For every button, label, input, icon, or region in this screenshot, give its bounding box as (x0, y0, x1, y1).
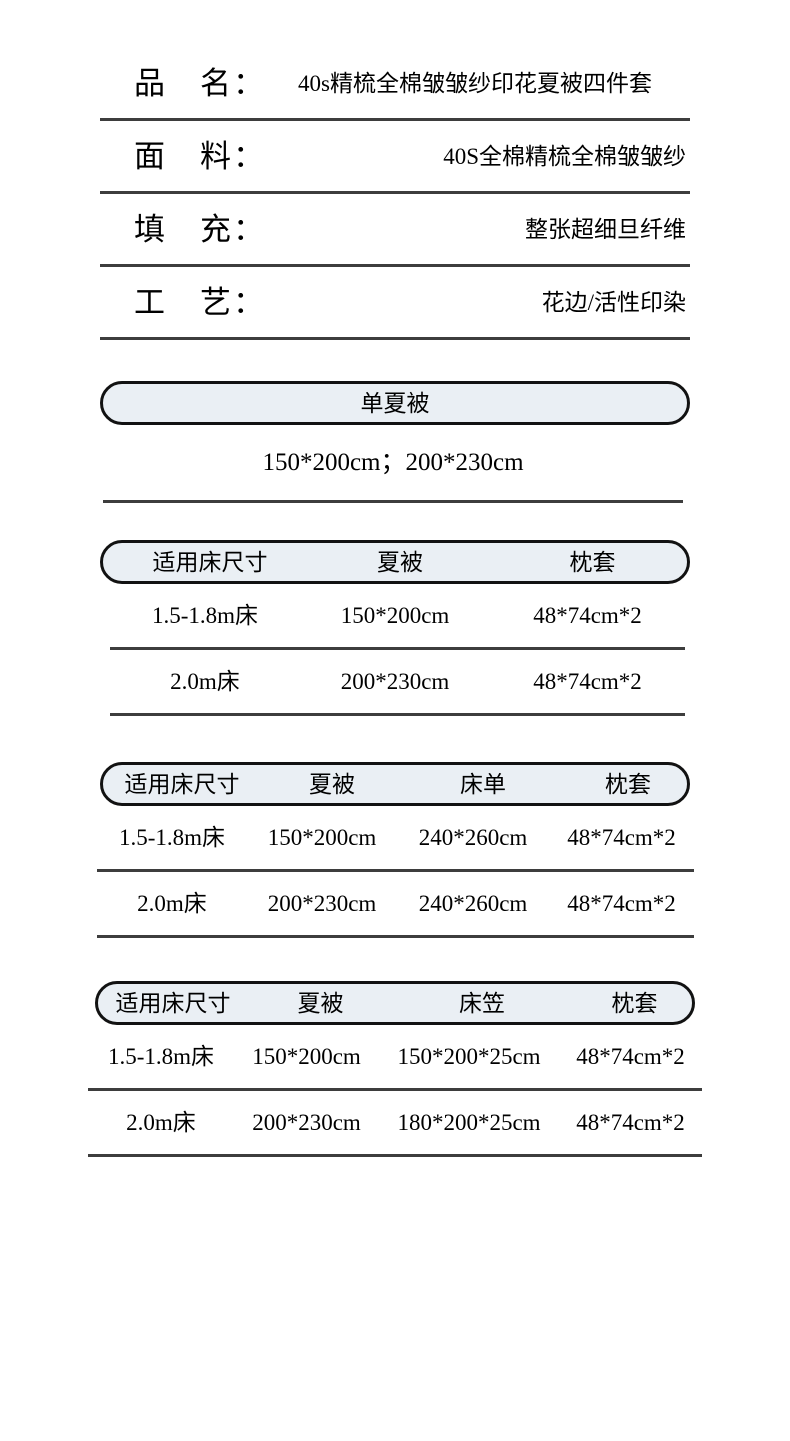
single-quilt-section: 单夏被 150*200cm；200*230cm (0, 381, 790, 503)
column-header-quilt: 夏被 (309, 771, 355, 797)
column-header-quilt: 夏被 (377, 549, 423, 575)
spec-row-product-name: 品 名： 40s精梳全棉皱皱纱印花夏被四件套 (100, 48, 690, 121)
cell-pillowcase: 48*74cm*2 (567, 891, 676, 916)
spec-row-fabric: 面 料： 40S全棉精梳全棉皱皱纱 (100, 121, 690, 194)
cell-pillowcase: 48*74cm*2 (576, 1044, 685, 1069)
cell-pillowcase: 48*74cm*2 (567, 825, 676, 850)
column-header-bed-size: 适用床尺寸 (152, 549, 268, 575)
cell-pillowcase: 48*74cm*2 (576, 1110, 685, 1135)
cell-bed-size: 2.0m床 (137, 891, 207, 916)
single-quilt-size-row: 150*200cm；200*230cm (103, 425, 683, 503)
column-header-pillowcase: 枕套 (569, 549, 616, 575)
table-header-pill: 适用床尺寸 夏被 床单 枕套 (100, 762, 690, 806)
table-row: 2.0m床 200*230cm 180*200*25cm 48*74cm*2 (88, 1091, 702, 1157)
table-header-pill: 适用床尺寸 夏被 枕套 (100, 540, 690, 584)
spec-label: 填 充： (134, 211, 266, 247)
table-row: 1.5-1.8m床 150*200cm 150*200*25cm 48*74cm… (88, 1025, 702, 1091)
spec-value: 40s精梳全棉皱皱纱印花夏被四件套 (298, 70, 652, 96)
cell-flat-sheet: 240*260cm (418, 891, 528, 916)
spec-row-filling: 填 充： 整张超细旦纤维 (100, 194, 690, 267)
column-header-flat-sheet: 床单 (460, 771, 506, 797)
table-row: 1.5-1.8m床 150*200cm 240*260cm 48*74cm*2 (97, 806, 694, 872)
spec-value: 整张超细旦纤维 (525, 216, 686, 242)
size-table-quilt-pillowcase: 适用床尺寸 夏被 枕套 1.5-1.8m床 150*200cm 48*74cm*… (0, 540, 790, 716)
cell-bed-size: 2.0m床 (170, 669, 240, 694)
cell-bed-size: 1.5-1.8m床 (151, 603, 259, 628)
cell-pillowcase: 48*74cm*2 (533, 603, 642, 628)
cell-bed-size: 1.5-1.8m床 (118, 825, 226, 850)
table-row: 2.0m床 200*230cm 48*74cm*2 (110, 650, 685, 716)
spec-label: 面 料： (134, 138, 266, 174)
table-row: 1.5-1.8m床 150*200cm 48*74cm*2 (110, 584, 685, 650)
cell-pillowcase: 48*74cm*2 (533, 669, 642, 694)
spec-row-craft: 工 艺： 花边/活性印染 (100, 267, 690, 340)
column-header-pillowcase: 枕套 (605, 771, 651, 797)
cell-quilt: 150*200cm (340, 603, 450, 628)
spec-label: 品 名： (134, 65, 266, 101)
spec-list: 品 名： 40s精梳全棉皱皱纱印花夏被四件套 面 料： 40S全棉精梳全棉皱皱纱… (0, 0, 790, 340)
table-header-row: 适用床尺寸 夏被 枕套 (103, 543, 690, 581)
table-row: 2.0m床 200*230cm 240*260cm 48*74cm*2 (97, 872, 694, 938)
cell-quilt: 200*230cm (267, 891, 377, 916)
cell-fitted-sheet: 180*200*25cm (397, 1110, 541, 1135)
cell-bed-size: 1.5-1.8m床 (107, 1044, 215, 1069)
table-header-pill: 适用床尺寸 夏被 床笠 枕套 (95, 981, 695, 1025)
single-quilt-title: 单夏被 (360, 390, 430, 416)
cell-quilt: 200*230cm (252, 1110, 361, 1135)
cell-quilt: 200*230cm (340, 669, 450, 694)
size-table-with-flat-sheet: 适用床尺寸 夏被 床单 枕套 1.5-1.8m床 150*200cm 240*2… (0, 762, 790, 938)
single-quilt-pill: 单夏被 (100, 381, 690, 425)
cell-fitted-sheet: 150*200*25cm (397, 1044, 541, 1069)
table-header-row: 适用床尺寸 夏被 床单 枕套 (103, 765, 691, 803)
cell-quilt: 150*200cm (267, 825, 377, 850)
column-header-quilt: 夏被 (297, 990, 344, 1016)
cell-bed-size: 2.0m床 (126, 1110, 196, 1135)
spec-value: 40S全棉精梳全棉皱皱纱 (443, 143, 686, 169)
table-header-row: 适用床尺寸 夏被 床笠 枕套 (98, 984, 692, 1022)
spec-label: 工 艺： (134, 284, 266, 320)
column-header-fitted-sheet: 床笠 (459, 990, 505, 1016)
cell-quilt: 150*200cm (252, 1044, 361, 1069)
column-header-bed-size: 适用床尺寸 (124, 771, 240, 797)
size-table-with-fitted-sheet: 适用床尺寸 夏被 床笠 枕套 1.5-1.8m床 150*200cm 150*2… (0, 981, 790, 1157)
single-quilt-sizes: 150*200cm；200*230cm (262, 449, 524, 476)
spec-value: 花边/活性印染 (541, 289, 686, 315)
cell-flat-sheet: 240*260cm (418, 825, 528, 850)
column-header-bed-size: 适用床尺寸 (115, 990, 231, 1016)
column-header-pillowcase: 枕套 (611, 990, 658, 1016)
